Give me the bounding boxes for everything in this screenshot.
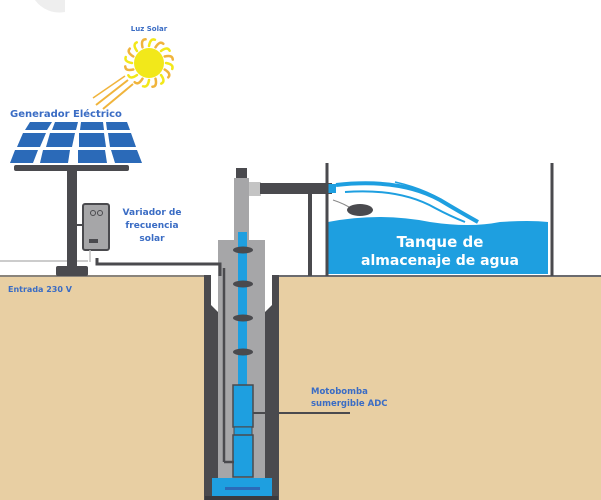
- solar-panel: [10, 122, 142, 276]
- sun-ray: [127, 47, 135, 58]
- panel-frame: [14, 165, 129, 171]
- sun-ray: [163, 54, 175, 61]
- tank-water: [328, 217, 548, 274]
- pump-label-line2: sumergible ADC: [311, 399, 388, 409]
- sun-ray: [127, 73, 139, 79]
- pipe-clamp: [233, 246, 253, 254]
- inverter-display: [89, 239, 98, 243]
- pipe-clamp: [233, 314, 253, 322]
- sun-rays: [123, 37, 175, 89]
- outlet-pipe-end: [326, 184, 336, 193]
- panel-cell: [46, 133, 75, 147]
- well-casing-right: [265, 275, 279, 500]
- sun-beam: [92, 75, 126, 99]
- panel-cell: [80, 122, 104, 130]
- inverter-indicator: [97, 210, 103, 216]
- water-jet-2: [344, 190, 466, 223]
- tank-label-line1: Tanque de: [397, 233, 484, 251]
- well-casing-left: [204, 275, 218, 500]
- well-bottom-edge: [205, 496, 278, 500]
- sun-disc: [134, 48, 164, 78]
- panel-cell: [25, 122, 52, 130]
- panel-post: [67, 170, 77, 268]
- inverter-box: [77, 203, 110, 262]
- riser-pipe-water: [238, 232, 247, 392]
- pipe-clamp: [233, 280, 253, 288]
- pump-lower: [232, 434, 254, 478]
- sun: [92, 37, 175, 110]
- inverter-cable: [95, 258, 222, 276]
- pipe-coupling: [249, 182, 261, 196]
- pump-upper: [232, 384, 254, 428]
- sun-beam: [95, 79, 129, 106]
- input-label: Entrada 230 V: [8, 285, 73, 294]
- panel-cell: [111, 150, 142, 163]
- panel-cell: [52, 122, 78, 130]
- panel-cell: [108, 133, 136, 147]
- sun-ray: [133, 41, 139, 53]
- inverter-label-line1: Variador de: [123, 208, 182, 218]
- sun-ray: [123, 65, 135, 72]
- sun-ray: [159, 73, 165, 85]
- ground-right: [278, 275, 601, 500]
- tank-label-line2: almacenaje de agua: [361, 253, 519, 269]
- panel-cell: [40, 150, 70, 163]
- panel-cell: [79, 133, 106, 147]
- sun-ray: [151, 77, 158, 89]
- sun-ray: [140, 37, 147, 49]
- panel-cell: [10, 150, 38, 163]
- sun-ray: [159, 47, 171, 53]
- sun-ray: [163, 68, 171, 79]
- sun-ray: [164, 61, 174, 71]
- sun-ray: [124, 55, 134, 65]
- generator-label: Generador Eléctrico: [10, 108, 122, 120]
- sun-beam: [102, 83, 134, 110]
- float-switch: [347, 204, 373, 216]
- pump-middle: [233, 426, 253, 436]
- water-jet: [335, 181, 479, 224]
- inverter-label-line2: frecuencia: [125, 221, 178, 231]
- well-bottom-line: [225, 487, 260, 490]
- pump-label-line1: Motobomba: [311, 387, 368, 397]
- sun-ray: [133, 77, 144, 85]
- sun-ray: [154, 41, 165, 49]
- inverter-label-line3: solar: [139, 234, 165, 244]
- pipe-clamp: [233, 348, 253, 356]
- sun-ray: [147, 38, 157, 48]
- water-jet-3: [394, 181, 451, 207]
- partial-circle: [35, 0, 65, 13]
- outlet-support: [308, 193, 312, 276]
- panel-cell: [106, 122, 130, 130]
- inverter-indicator: [90, 210, 96, 216]
- sun-label: Luz Solar: [131, 25, 168, 33]
- panel-cell: [17, 133, 46, 147]
- sun-ray: [141, 78, 151, 88]
- pipe-valve: [236, 168, 247, 178]
- panel-cell: [78, 150, 107, 163]
- outlet-pipe: [260, 183, 332, 194]
- inverter-body: [82, 203, 110, 251]
- panel-base: [56, 266, 88, 276]
- ground-left: [0, 275, 205, 500]
